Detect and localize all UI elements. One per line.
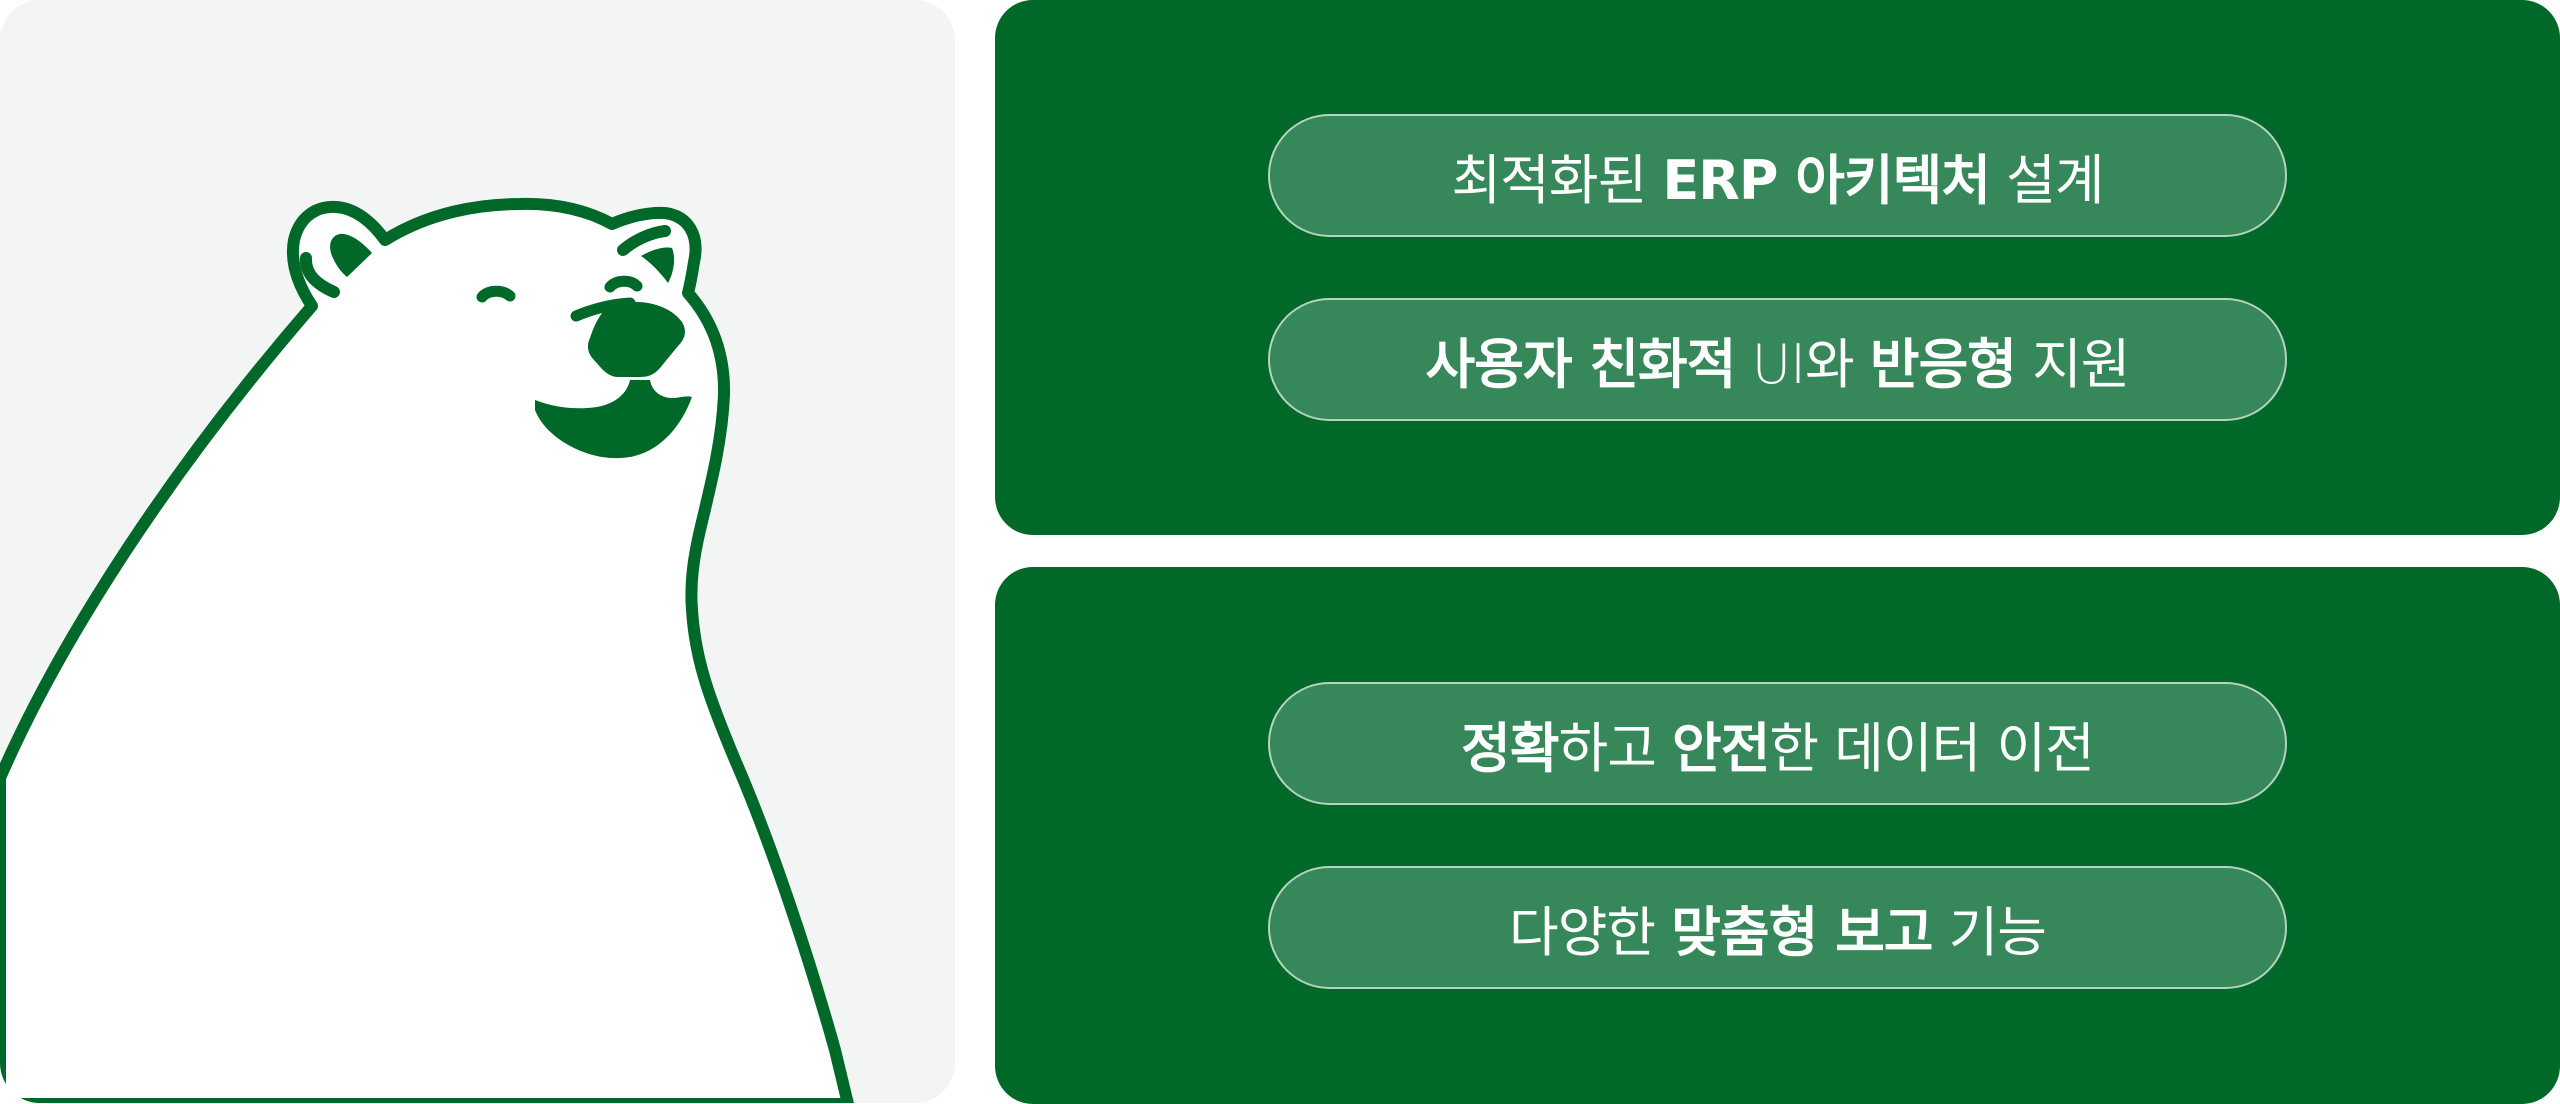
left-eye bbox=[476, 285, 516, 303]
right-eye bbox=[604, 275, 643, 293]
pill-text-bold: 맞춤형 보고 bbox=[1671, 901, 1933, 964]
nose bbox=[587, 301, 685, 377]
left-ear-fill bbox=[330, 233, 372, 277]
pill-text-bold: 반응형 bbox=[1869, 333, 2017, 396]
pill-text: 하고 bbox=[1558, 717, 1673, 780]
pill-text-bold: ERP 아키텍처 bbox=[1662, 149, 1991, 212]
pill-text-bold: 정확 bbox=[1461, 717, 1559, 780]
pill-text-bold: 안전 bbox=[1672, 717, 1770, 780]
left-ear-inner-stroke bbox=[300, 252, 340, 298]
right-ear-inner-stroke bbox=[617, 225, 671, 256]
pill-text-bold: 사용자 친화적 bbox=[1425, 333, 1737, 396]
polar-bear-icon bbox=[0, 197, 854, 1103]
pill-text: 설계 bbox=[1989, 149, 2104, 212]
pill-text: 최적화된 bbox=[1451, 149, 1663, 212]
pill-text: 한 데이터 이전 bbox=[1769, 717, 2094, 780]
pill-text: 기능 bbox=[1932, 901, 2047, 964]
pill-text: 지원 bbox=[2015, 333, 2130, 396]
right-ear-fill bbox=[641, 247, 675, 283]
feature-panel-top: 최적화된 ERP 아키텍처 설계 사용자 친화적 UI와 반응형 지원 bbox=[995, 0, 2560, 535]
mouth bbox=[535, 380, 692, 459]
feature-pill-erp-architecture: 최적화된 ERP 아키텍처 설계 bbox=[1268, 114, 2287, 237]
feature-pill-user-friendly-ui: 사용자 친화적 UI와 반응형 지원 bbox=[1268, 298, 2287, 421]
illustration-panel bbox=[0, 0, 955, 1103]
bear-body bbox=[0, 197, 854, 1103]
pill-text: 다양한 bbox=[1509, 901, 1672, 964]
pill-text: UI와 bbox=[1735, 333, 1870, 396]
feature-pill-custom-reports: 다양한 맞춤형 보고 기능 bbox=[1268, 866, 2287, 989]
